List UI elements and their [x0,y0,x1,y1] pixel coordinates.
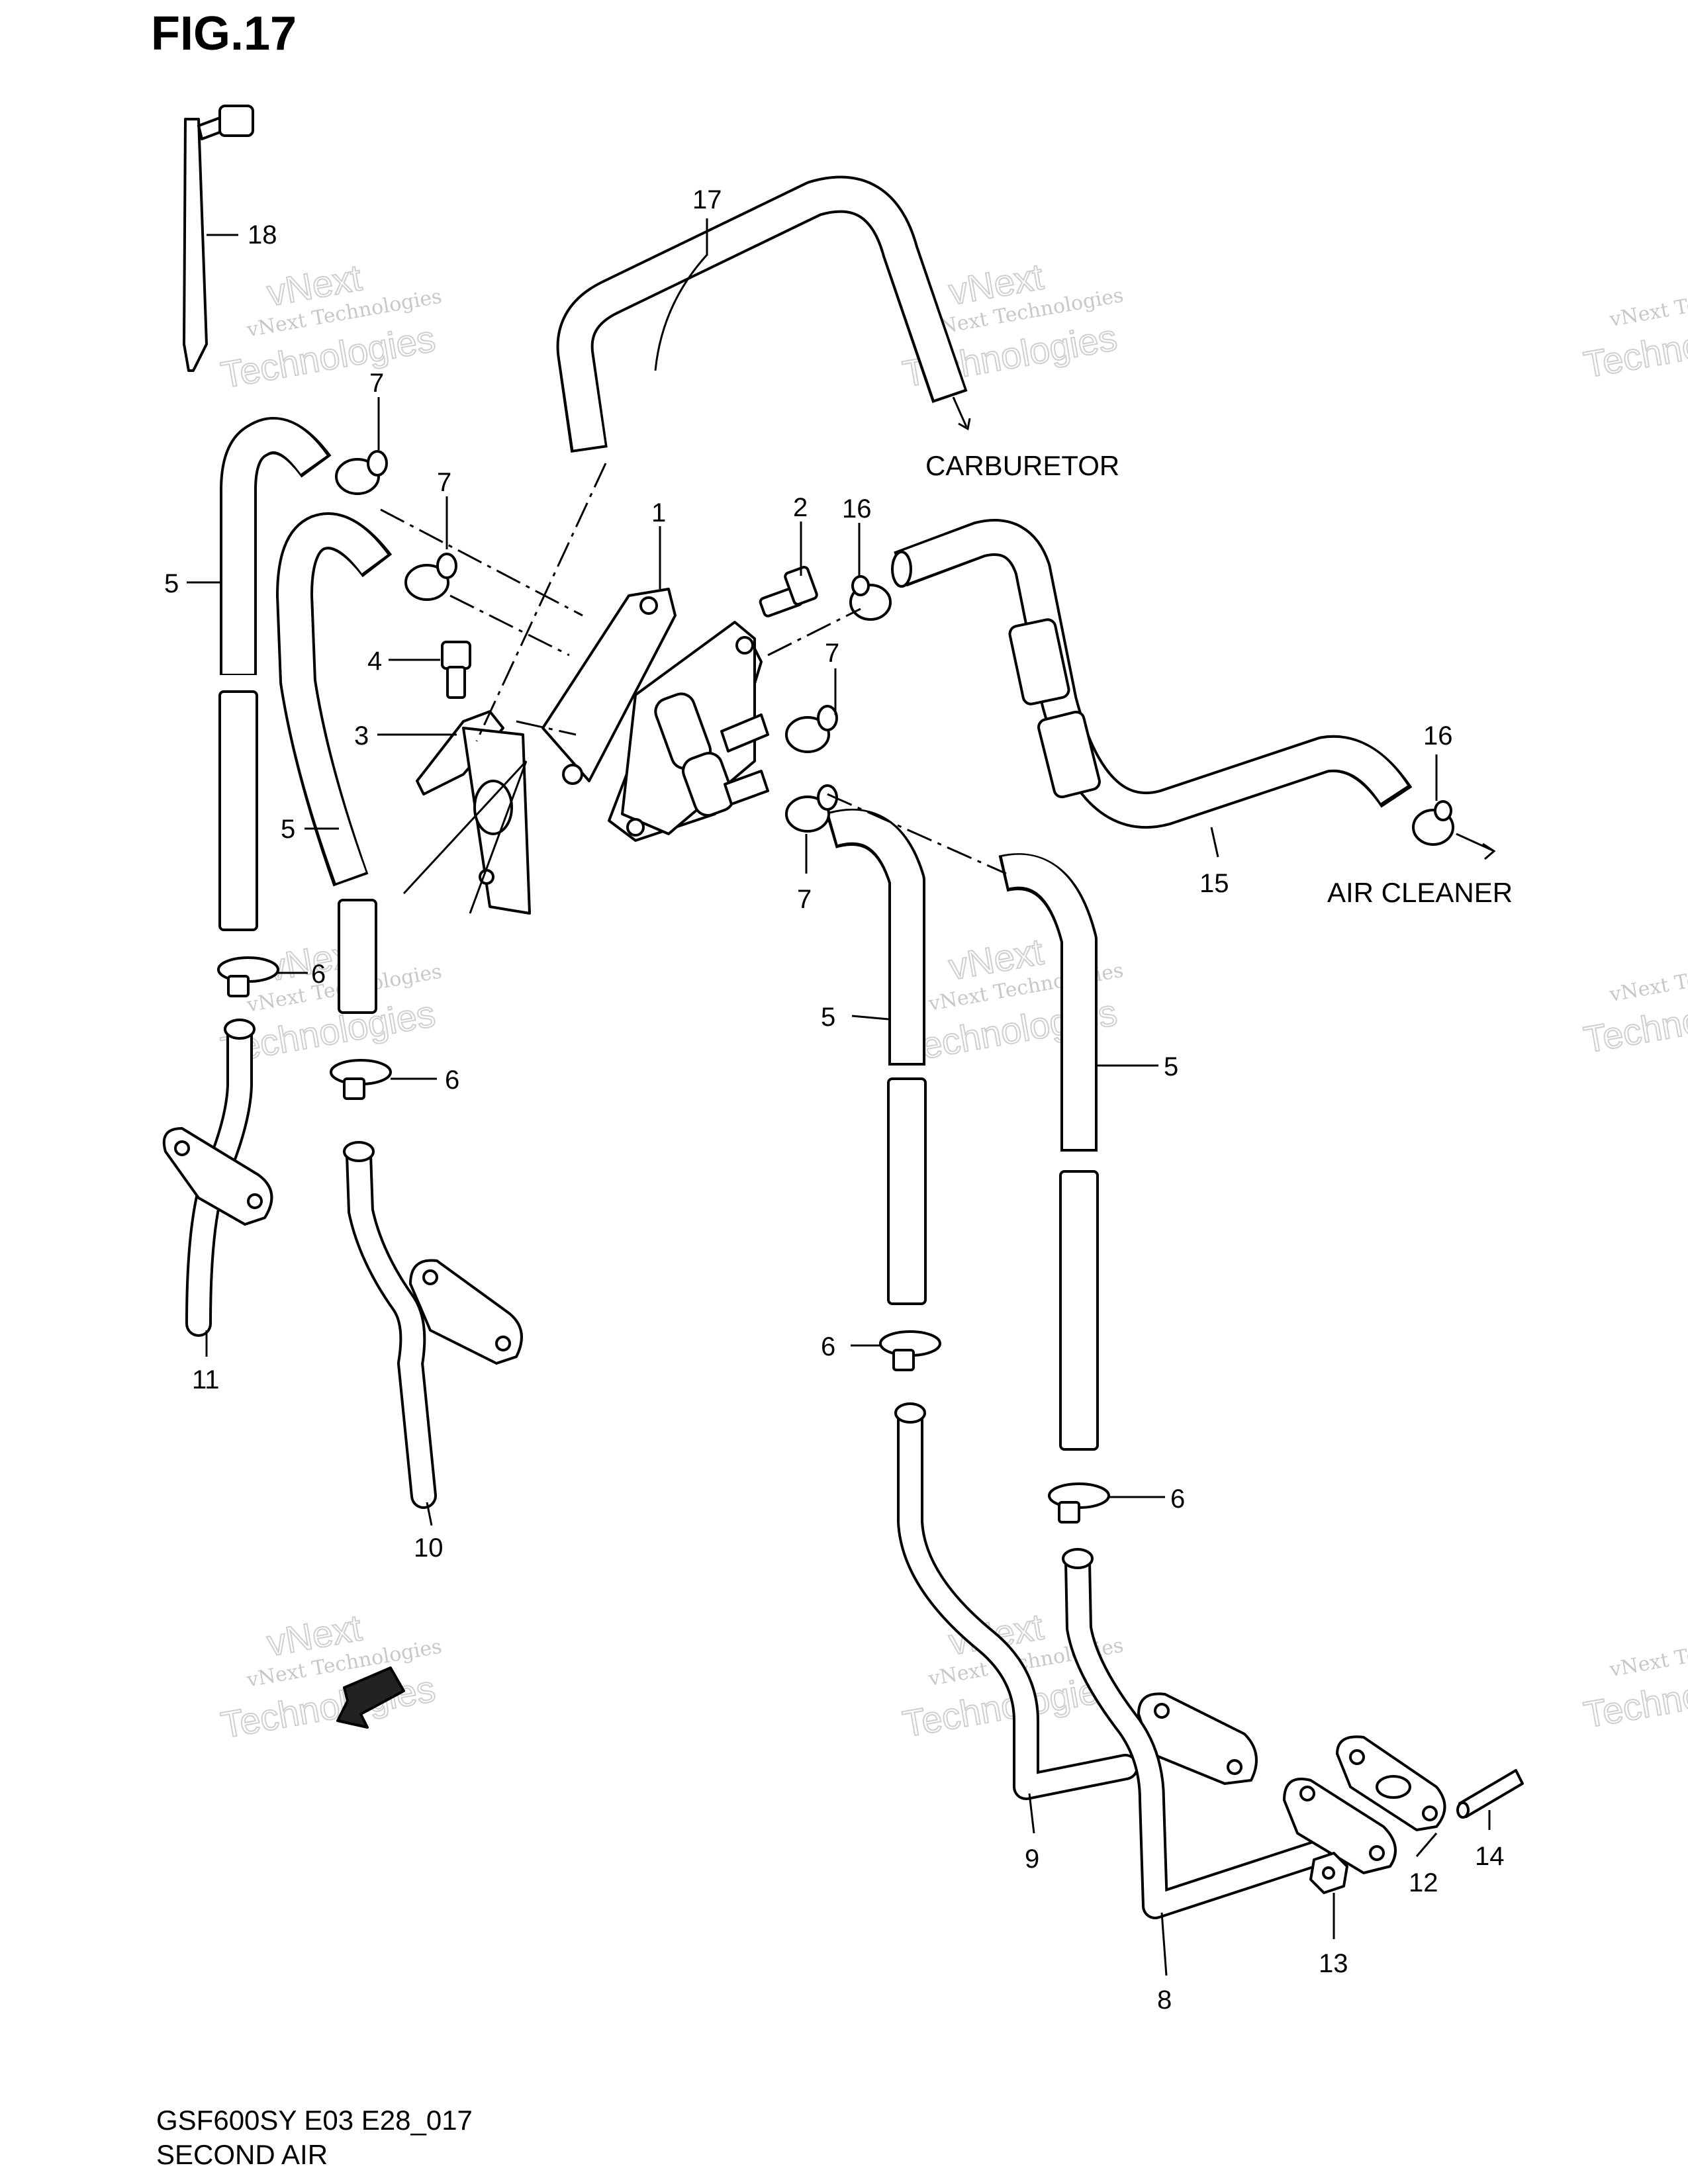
callout-6: 6 [821,1332,835,1361]
watermark-3: vNext Technologies Technologies [1580,275,1688,387]
part-15-hose [891,519,1413,829]
assembly-lines [380,463,1007,875]
callout-5: 5 [1164,1052,1178,1081]
carburetor-arrow [952,396,971,431]
callout-1: 1 [651,498,666,527]
callout-5: 5 [281,815,295,844]
section-name: SECOND AIR [156,2139,328,2170]
callout-7: 7 [825,639,839,668]
part-6-clamp-c [879,1330,941,1371]
callout-14: 14 [1475,1842,1505,1871]
callout-11: 11 [192,1365,220,1394]
air-cleaner-label: AIR CLEANER [1327,877,1513,908]
callout-7: 7 [797,885,812,914]
part-16-clamp-a [849,575,892,621]
part-11-pipe [162,1019,273,1337]
part-3-bracket [416,710,531,915]
watermark-text: vNext Technologies [1607,950,1688,1007]
part-13-nut [1309,1852,1348,1894]
callout-5: 5 [821,1003,835,1032]
watermark-text: vNext Technologies [1607,1625,1688,1682]
callout-leaders [187,218,1491,1976]
part-6-clamp-a [217,956,279,997]
part-7-clamp-d [785,784,838,833]
part-4-bolt [441,641,471,699]
part-6-clamp-b [330,1059,392,1100]
part-7-clamp-b [404,553,457,601]
callout-9: 9 [1025,1844,1039,1874]
part-14-stud [1456,1769,1524,1819]
watermark-9: vNext Technologies Technologies [1580,1625,1688,1737]
part-6-clamp-d [1048,1482,1110,1524]
part-8-pipe [1062,1548,1397,1919]
callout-7: 7 [437,468,451,497]
part-5-hose-center [825,809,927,1305]
figure-title: FIG.17 [151,7,297,60]
callout-5: 5 [164,569,179,598]
callout-6: 6 [445,1066,459,1095]
callout-2: 2 [793,493,808,522]
part-12-gasket [1336,1735,1446,1831]
watermark-1: vNext vNext Technologies Technologies [217,255,444,396]
callout-3: 3 [354,721,369,751]
callout-7: 7 [369,369,384,398]
part-2-bolt [759,566,818,617]
watermark-6: vNext Technologies Technologies [1580,950,1688,1062]
callout-16: 16 [842,494,872,523]
callout-4: 4 [367,647,382,676]
callout-6: 6 [1170,1484,1185,1514]
leader-lines [402,760,528,914]
part-5-hose-right [998,853,1099,1451]
air-cleaner-arrow [1456,833,1496,860]
callout-8: 8 [1157,1985,1172,2015]
part-7-clamp-a [335,450,388,495]
callout-10: 10 [414,1533,444,1563]
callouts: 18 17 7 7 5 1 2 16 4 3 7 16 5 7 15 6 5 6… [164,185,1505,2015]
part-16-clamp-b [1412,800,1454,846]
callout-6: 6 [311,960,326,989]
front-arrow-icon [336,1666,405,1729]
part-10-pipe [343,1141,523,1509]
callout-17: 17 [692,185,722,214]
callout-13: 13 [1319,1949,1348,1978]
callout-16: 16 [1423,721,1453,751]
model-code: GSF600SY E03 E28_017 [156,2105,473,2136]
part-5-hose-left-outer [218,417,332,931]
carburetor-label: CARBURETOR [925,450,1119,481]
part-9-pipe [894,1402,1258,1800]
part-7-clamp-c [785,705,838,753]
callout-15: 15 [1199,869,1229,898]
part-5-hose-left-inner [276,512,393,1014]
part-18-lead [183,105,254,372]
watermark-7: vNext vNext Technologies Technologies [217,1606,444,1747]
callout-12: 12 [1409,1868,1438,1897]
part-17-hose [556,175,968,453]
part-1-reed-valve-assembly [541,588,769,842]
watermark-text: vNext Technologies [1607,275,1688,332]
callout-18: 18 [248,220,277,250]
